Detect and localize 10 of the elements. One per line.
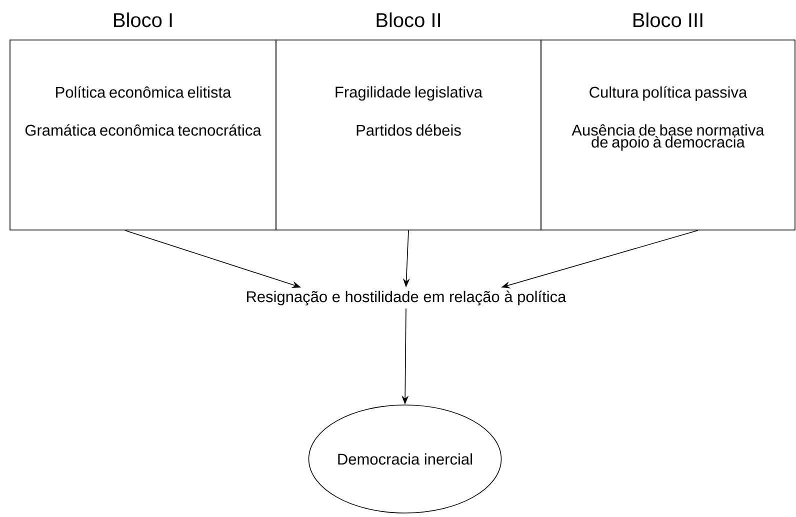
factor-text: Política econômica elitista	[56, 86, 232, 98]
block-heading: Bloco II	[376, 12, 440, 28]
factor-text: Partidos débeis	[356, 124, 461, 136]
block-heading: Bloco I	[114, 12, 172, 28]
factor-text: Gramática econômica tecnocrática	[25, 124, 262, 136]
factor-text: Cultura política passiva	[590, 86, 748, 101]
factor-text: Ausência de base normativa de apoio à democracia	[572, 124, 764, 151]
result-text: Resignação e hostilidade em relação à política	[247, 290, 566, 306]
factor-text: Fragilidade legislativa	[336, 86, 482, 101]
block-heading: Bloco III	[634, 12, 702, 28]
